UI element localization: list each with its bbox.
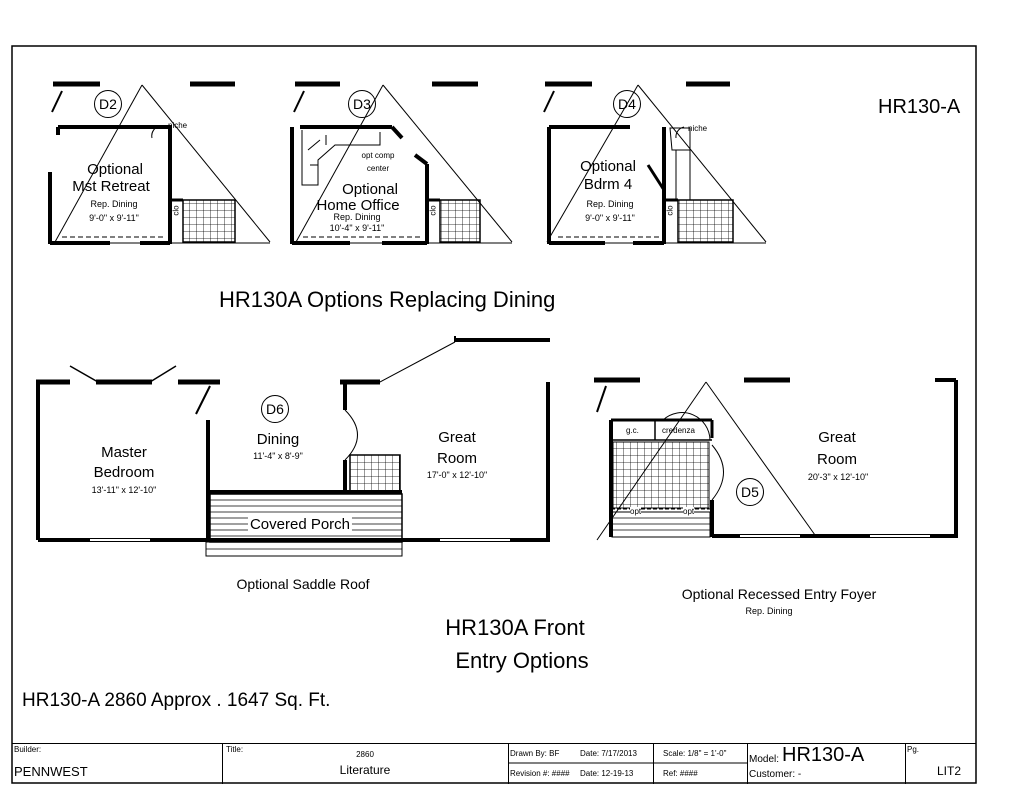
option-tag-d2: D2 <box>94 90 122 118</box>
option-caption: Optional Saddle Roof <box>236 576 370 592</box>
customer: Customer: - <box>749 769 802 780</box>
room-dims: 9'-0" x 9'-11" <box>89 213 139 223</box>
builder-label: Builder: <box>14 745 42 754</box>
drawn-date: Date: 7/17/2013 <box>580 749 637 758</box>
model-label: Model: <box>749 754 780 765</box>
drawn-cell: Drawn By: BF Date: 7/17/2013 Revision #:… <box>508 744 654 784</box>
room-label: Great <box>438 429 476 446</box>
rep-note: Rep. Dining <box>90 199 138 209</box>
builder-cell: Builder: PENNWEST <box>12 744 223 784</box>
revision: Revision #: #### <box>510 769 570 778</box>
room-dims: 20'-3" x 12'-10" <box>807 472 869 482</box>
room-dims: 17'-0" x 12'-10" <box>426 470 488 480</box>
room-label: Dining <box>256 431 300 448</box>
room-dims: 11'-4" x 8'-9" <box>253 451 303 461</box>
room-label: Optional <box>87 161 143 178</box>
room-dims: 10'-4" x 9'-11" <box>329 223 385 233</box>
closet-label: clo <box>665 205 675 216</box>
closet-label: clo <box>428 205 438 216</box>
niche-label: niche <box>688 124 708 133</box>
section-title: HR130A Front <box>445 615 585 640</box>
room-label: Room <box>816 451 858 468</box>
model-value: HR130-A <box>782 744 865 766</box>
opt-label: opt <box>683 507 695 516</box>
room-dims: 13'-11" x 12'-10" <box>91 485 157 495</box>
option-tag-d5: D5 <box>736 478 764 506</box>
square-footage-note: HR130-A 2860 Approx . 1647 Sq. Ft. <box>22 690 331 711</box>
option-tag-d4: D4 <box>613 90 641 118</box>
note-label: center <box>366 164 390 173</box>
plan-d4 <box>543 81 767 245</box>
page-label: Pg. <box>907 745 920 754</box>
plan-d3 <box>290 81 513 245</box>
rep-note: Rep. Dining <box>586 199 634 209</box>
page-cell: Pg. LIT2 <box>905 744 976 784</box>
scale: Scale: 1/8" = 1'-0" <box>663 749 727 758</box>
room-label: Bedroom <box>93 464 155 481</box>
plan-d2 <box>48 81 271 245</box>
note-label: opt comp <box>361 151 395 160</box>
room-label: Home Office <box>316 197 400 214</box>
room-label: Room <box>436 450 478 467</box>
option-caption: Optional Recessed Entry Foyer <box>681 586 877 602</box>
title-block: Builder: PENNWEST Title: 2860 Literature… <box>12 743 976 784</box>
room-label: Bdrm 4 <box>583 176 633 193</box>
porch-label: Covered Porch <box>247 516 353 533</box>
room-label: Master <box>101 444 147 461</box>
room-label: Optional <box>580 158 636 175</box>
room-label: Mst Retreat <box>72 178 150 195</box>
title-value: Literature <box>339 763 391 777</box>
section-title: HR130A Options Replacing Dining <box>219 287 556 312</box>
room-label: Optional <box>342 181 398 198</box>
gc-label: g.c. <box>626 426 639 435</box>
option-tag-d6: D6 <box>261 395 289 423</box>
title-label: Title: <box>226 745 244 754</box>
rep-note: Rep. Dining <box>333 212 381 222</box>
drawn-by: Drawn By: BF <box>510 749 560 758</box>
title-value: 2860 <box>356 750 374 759</box>
rep-note: Rep. Dining <box>745 606 793 616</box>
ref: Ref: #### <box>663 769 698 778</box>
sheet-border <box>11 45 977 784</box>
room-label: Great <box>818 429 856 446</box>
builder-value: PENNWEST <box>14 764 88 779</box>
model-cell: Model: HR130-A Customer: - <box>747 744 906 784</box>
niche-label: niche <box>168 121 188 130</box>
sheet-code: HR130-A <box>878 96 961 118</box>
title-cell: Title: 2860 Literature <box>222 744 509 784</box>
opt-label: opt <box>630 507 642 516</box>
option-tag-d3: D3 <box>348 90 376 118</box>
scale-cell: Scale: 1/8" = 1'-0" Ref: #### <box>653 744 748 784</box>
page-value: LIT2 <box>937 764 962 778</box>
plan-d5 <box>594 377 958 541</box>
section-title: Entry Options <box>455 648 589 673</box>
revision-date: Date: 12-19-13 <box>580 769 634 778</box>
credenza-label: credenza <box>662 426 695 435</box>
plan-d6 <box>36 336 550 557</box>
room-dims: 9'-0" x 9'-11" <box>585 213 635 223</box>
closet-label: clo <box>171 205 181 216</box>
